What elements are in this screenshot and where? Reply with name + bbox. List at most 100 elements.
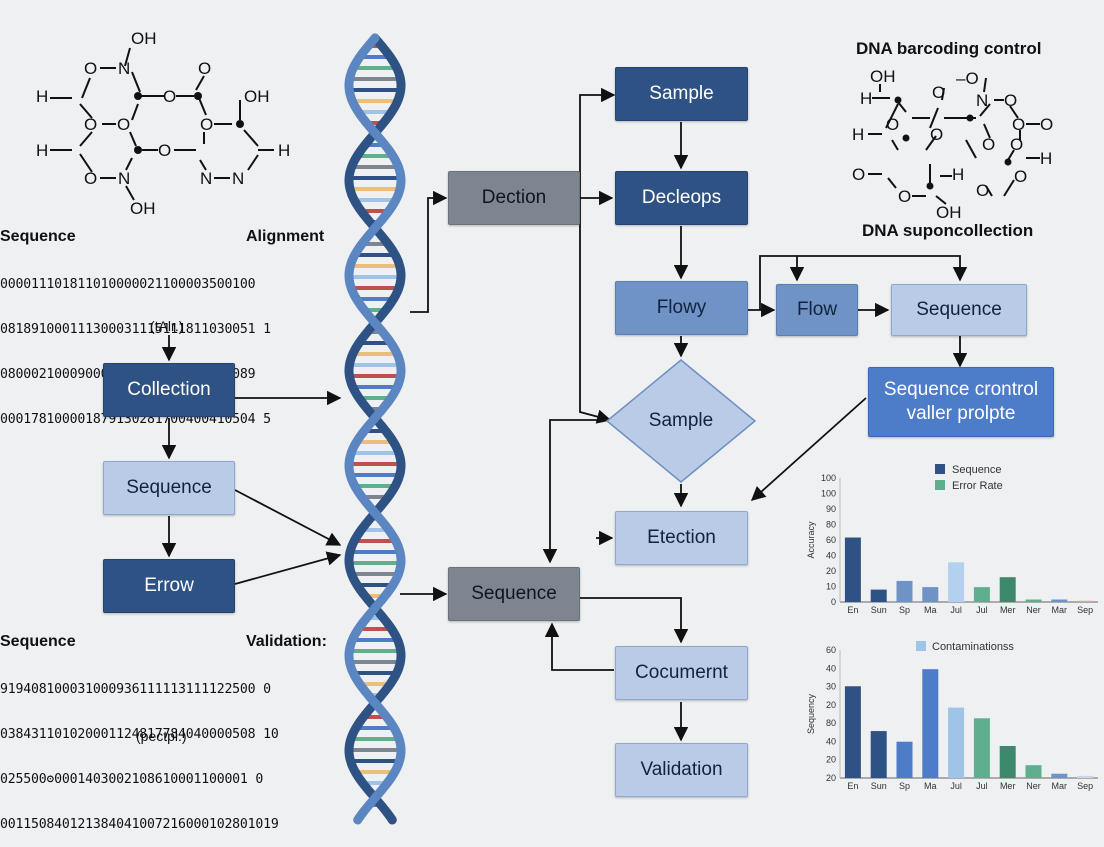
- bar: [844, 686, 861, 778]
- svg-text:O: O: [1004, 91, 1017, 110]
- x-tick-label: Mar: [1052, 605, 1068, 615]
- node-sequence-right[interactable]: Sequence: [891, 284, 1027, 336]
- sequence-bottom-label: Sequence: [0, 633, 76, 650]
- bar: [1051, 773, 1068, 778]
- y-axis-label: Accuracy: [806, 521, 816, 559]
- node-sequence-mid[interactable]: Sequence: [448, 567, 580, 621]
- svg-text:O: O: [852, 165, 865, 184]
- y-tick-label: 30: [826, 682, 836, 692]
- node-sequence-control[interactable]: Sequence crontrol valler prolpte: [868, 367, 1054, 437]
- x-tick-label: Mer: [1000, 605, 1016, 615]
- chem-dots-right: [894, 96, 1012, 190]
- node-sequence-control-line1: Sequence crontrol: [883, 379, 1039, 401]
- svg-text:H: H: [952, 165, 964, 184]
- bar: [973, 718, 990, 778]
- helix-strand: [344, 33, 406, 825]
- node-flow[interactable]: Flow: [776, 284, 858, 336]
- chem-atoms-left: OH O N O OH H O O O O H O H O N N N OH: [36, 29, 290, 218]
- sequence-top-note: (tAlr.): [150, 318, 184, 334]
- node-flowy[interactable]: Flowy: [615, 281, 748, 335]
- node-validation[interactable]: Validation: [615, 743, 748, 797]
- svg-text:O: O: [117, 115, 130, 134]
- x-tick-label: Sp: [899, 781, 910, 791]
- node-sequence-left[interactable]: Sequence: [103, 461, 235, 515]
- y-tick-label: 10: [826, 582, 836, 592]
- svg-text:O: O: [84, 59, 97, 78]
- legend-label: Contaminationss: [932, 641, 1014, 653]
- svg-text:O: O: [898, 187, 911, 206]
- connectors: [161, 87, 968, 742]
- bar: [922, 669, 939, 778]
- svg-text:O: O: [1014, 167, 1027, 186]
- svg-text:O: O: [84, 169, 97, 188]
- node-sample-diamond[interactable]: Sample: [648, 410, 714, 431]
- y-axis-label: Sequency: [806, 693, 816, 734]
- x-tick-label: Mer: [1000, 781, 1016, 791]
- svg-text:H: H: [278, 141, 290, 160]
- sequence-line: 919408100031000936111113111122500 0: [0, 682, 271, 697]
- y-tick-label: 90: [826, 504, 836, 514]
- svg-text:O: O: [200, 115, 213, 134]
- svg-text:N: N: [232, 169, 244, 188]
- svg-text:OH: OH: [936, 203, 962, 222]
- bar: [973, 587, 990, 602]
- svg-text:O: O: [930, 125, 943, 144]
- node-sequence-control-line2: valler prolpte: [906, 403, 1016, 424]
- svg-text:N: N: [118, 169, 130, 188]
- svg-text:OH: OH: [870, 67, 896, 86]
- node-sample-diamond-shape[interactable]: [605, 358, 757, 484]
- x-tick-label: En: [847, 781, 858, 791]
- svg-text:N: N: [976, 91, 988, 110]
- y-tick-label: 20: [826, 700, 836, 710]
- sequence-line: 001150840121384041007216000102801019: [0, 817, 279, 832]
- sequence-top-label: Sequence: [0, 228, 76, 245]
- svg-text:O: O: [163, 87, 176, 106]
- bar: [948, 707, 965, 778]
- svg-text:OH: OH: [244, 87, 270, 106]
- y-tick-label: 80: [826, 718, 836, 728]
- node-cocumernt[interactable]: Cocumernt: [615, 646, 748, 700]
- x-tick-label: En: [847, 605, 858, 615]
- svg-text:OH: OH: [131, 29, 157, 48]
- bar: [1025, 765, 1042, 778]
- helix-strand: [344, 33, 406, 825]
- svg-text:O: O: [1010, 135, 1023, 154]
- sequence-bottom-block: 919408100031000936111113111122500 0 0384…: [0, 652, 279, 847]
- svg-text:O: O: [932, 83, 945, 102]
- node-errow[interactable]: Errow: [103, 559, 235, 613]
- node-sample-top[interactable]: Sample: [615, 67, 748, 121]
- node-dection[interactable]: Dection: [448, 171, 580, 225]
- legend-swatch-contamination: [916, 641, 926, 651]
- svg-text:H: H: [852, 125, 864, 144]
- svg-text:O: O: [198, 59, 211, 78]
- y-tick-label: 100: [821, 489, 836, 499]
- y-tick-label: 60: [826, 645, 836, 655]
- svg-text:O: O: [1012, 115, 1025, 134]
- svg-text:–O: –O: [956, 69, 979, 88]
- svg-text:N: N: [200, 169, 212, 188]
- x-tick-label: Sun: [871, 781, 887, 791]
- node-decleops[interactable]: Decleops: [615, 171, 748, 225]
- chem-atoms-right: DNA barcoding control OH –O H O N O H O …: [852, 39, 1053, 240]
- node-collection[interactable]: Collection: [103, 363, 235, 417]
- y-tick-label: 100: [821, 473, 836, 483]
- chem-dots-left: [134, 92, 244, 154]
- x-tick-label: Sp: [899, 605, 910, 615]
- y-tick-label: 80: [826, 520, 836, 530]
- sequence-bottom-note: (pectpl.): [136, 728, 187, 744]
- chem-structure-right: [868, 77, 1040, 205]
- bar: [999, 577, 1016, 602]
- validation-label: Validation:: [246, 633, 327, 650]
- legend-swatch-error-rate: [935, 480, 945, 490]
- sequence-line: 025500ʘ0001403002108610001100001 0: [0, 772, 264, 787]
- x-tick-label: Jul: [950, 781, 962, 791]
- legend-label: Sequence: [952, 464, 1002, 476]
- bar: [896, 741, 913, 778]
- node-etection[interactable]: Etection: [615, 511, 748, 565]
- x-tick-label: Sun: [871, 605, 887, 615]
- y-tick-label: 20: [826, 773, 836, 783]
- svg-text:N: N: [118, 59, 130, 78]
- bar: [870, 731, 887, 778]
